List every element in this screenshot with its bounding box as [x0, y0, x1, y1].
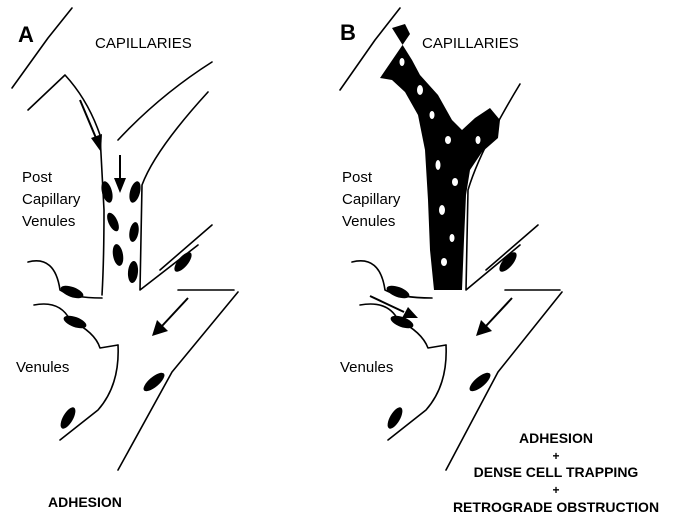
- panel-a-cell: [127, 180, 142, 204]
- panel-b-gap: [450, 234, 455, 242]
- panel-a-cell: [128, 221, 140, 242]
- panel-b-venules-label: Venules: [340, 359, 393, 376]
- panel-b-post-label-line2: Capillary: [342, 191, 401, 208]
- panel-a-arrow-head: [114, 178, 126, 193]
- panel-b-arrow-head: [402, 307, 418, 318]
- panel-b-flow-arrows: [370, 296, 512, 336]
- panel-b-caption: ADHESION + DENSE CELL TRAPPING + RETROGR…: [453, 430, 659, 515]
- panel-b-gap: [417, 85, 423, 95]
- panel-a-right-capillary-outer: [140, 92, 208, 290]
- panel-b-packed-lumen: [380, 24, 500, 290]
- panel-b-post-label-line3: Venules: [342, 213, 395, 230]
- panel-a-vessel-walls: [12, 8, 238, 470]
- panel-b-cell: [467, 370, 493, 394]
- panel-a-adherent-cells: [58, 180, 195, 431]
- panel-b-capillaries-label: CAPILLARIES: [422, 35, 519, 52]
- panel-a-arrow-head: [91, 134, 102, 152]
- panel-a-post-label-line3: Venules: [22, 213, 75, 230]
- panel-b-caption-line1: ADHESION: [519, 430, 593, 446]
- panel-b-cell: [385, 405, 406, 431]
- panel-b-post-label-line1: Post: [342, 169, 373, 186]
- panel-b-gap: [400, 58, 405, 66]
- panel-a-cell: [111, 243, 125, 266]
- panel-b-gap: [436, 160, 441, 170]
- panel-b-gap: [452, 178, 458, 186]
- panel-b-plus-2: +: [552, 483, 559, 497]
- panel-a-cell: [141, 370, 167, 394]
- panel-a-post-label-line2: Capillary: [22, 191, 81, 208]
- panel-b-gap: [430, 111, 435, 119]
- panel-a: A CAPILLARIES Post Capillary Venules Ven…: [12, 8, 238, 510]
- panel-b-arrow-shaft: [486, 298, 512, 326]
- panel-a-post-label-line1: Post: [22, 169, 53, 186]
- panel-a-right-capillary-inner: [118, 62, 212, 140]
- panel-b-caption-line2: DENSE CELL TRAPPING: [474, 464, 639, 480]
- panel-a-cell: [127, 261, 139, 284]
- panel-a-cell: [59, 283, 85, 301]
- panel-a-cell: [99, 180, 114, 204]
- panel-b-plus-1: +: [552, 449, 559, 463]
- panel-b-caption-line3: RETROGRADE OBSTRUCTION: [453, 499, 659, 515]
- panel-b-cell: [385, 283, 411, 301]
- panel-b-gap: [439, 205, 445, 215]
- panel-b-gap: [476, 136, 481, 144]
- panel-b-gap: [441, 258, 447, 266]
- panel-a-letter: A: [18, 22, 34, 47]
- panel-b: B CAPILLARIES Post Capillary Venules Ven…: [340, 8, 659, 515]
- panel-b-gap: [445, 136, 451, 144]
- panel-a-caption: ADHESION: [48, 494, 122, 510]
- panel-a-arrow-shaft: [162, 298, 188, 326]
- panel-a-cell: [105, 211, 122, 233]
- panel-a-venule-diagonal-wall: [118, 292, 238, 470]
- panel-b-letter: B: [340, 20, 356, 45]
- panel-a-venules-label: Venules: [16, 359, 69, 376]
- panel-a-capillaries-label: CAPILLARIES: [95, 35, 192, 52]
- panel-b-venule-lower-wall: [388, 345, 446, 440]
